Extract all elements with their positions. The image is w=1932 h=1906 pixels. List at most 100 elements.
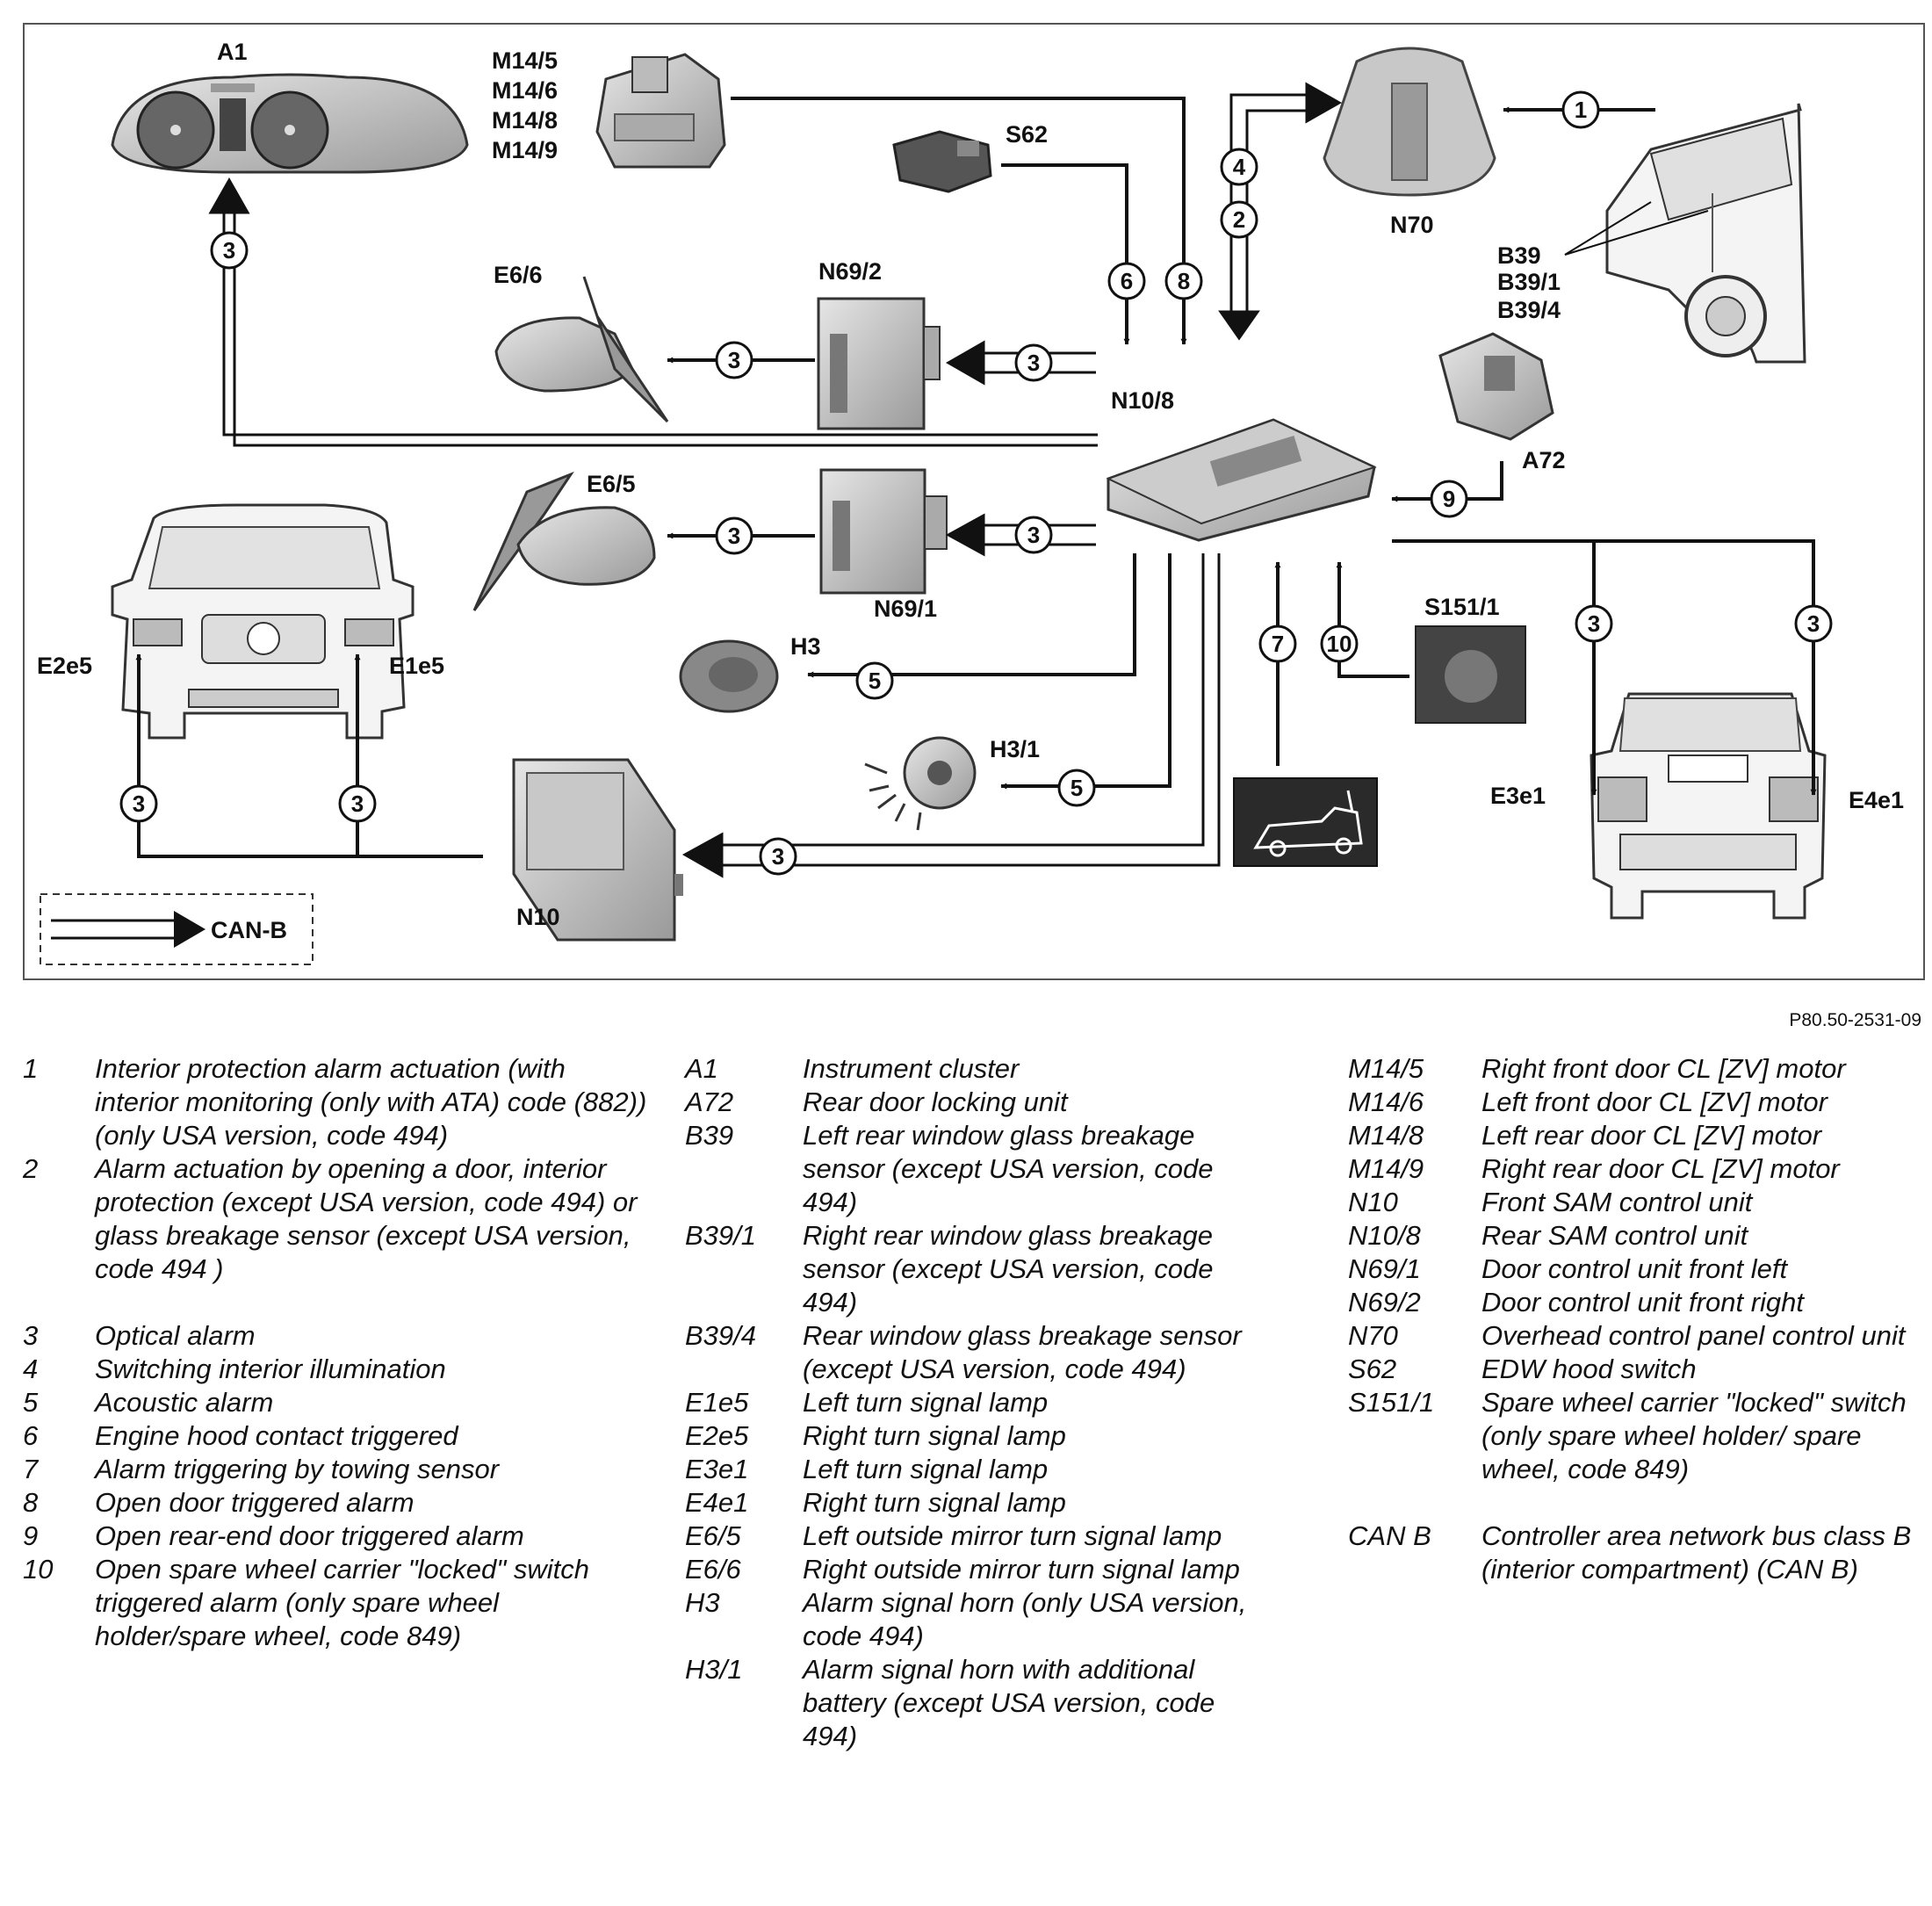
battery-horn-illustration — [864, 736, 977, 831]
label-n69-1: N69/1 — [874, 596, 937, 622]
marker-3: 3 — [759, 837, 797, 876]
towing-sensor-icon — [1233, 777, 1378, 867]
instrument-cluster-illustration — [111, 73, 469, 174]
label-n10: N10 — [516, 904, 560, 930]
label-h3: H3 — [790, 633, 821, 660]
svg-text:3: 3 — [728, 347, 740, 373]
label-h3-1: H3/1 — [990, 736, 1040, 762]
svg-text:9: 9 — [1443, 486, 1455, 512]
svg-text:5: 5 — [1071, 775, 1083, 801]
label-e1e5: E1e5 — [389, 653, 444, 679]
marker-3: 3 — [1014, 343, 1053, 382]
right-mirror-illustration — [494, 276, 669, 423]
marker-10: 10 — [1320, 625, 1359, 663]
marker-6: 6 — [1107, 262, 1146, 300]
label-n70: N70 — [1390, 212, 1434, 238]
svg-text:3: 3 — [1807, 610, 1820, 637]
label-m14-6: M14/6 — [492, 77, 558, 104]
marker-5: 5 — [855, 661, 894, 700]
marker-3: 3 — [715, 516, 753, 555]
svg-text:3: 3 — [772, 843, 784, 870]
rear-sam-control-unit-illustration — [1106, 418, 1377, 542]
svg-text:6: 6 — [1121, 268, 1133, 294]
marker-8: 8 — [1164, 262, 1203, 300]
label-e4e1: E4e1 — [1849, 787, 1904, 813]
marker-3: 3 — [1575, 604, 1613, 643]
svg-text:1: 1 — [1575, 97, 1587, 123]
vehicle-rear-side-illustration — [1605, 103, 1806, 364]
svg-text:CAN-B: CAN-B — [211, 917, 287, 943]
door-control-unit-right-illustration — [817, 297, 941, 430]
marker-5: 5 — [1057, 769, 1096, 807]
spare-wheel-switch-illustration — [1415, 625, 1526, 724]
component-labels: A1 M14/5 M14/6 M14/8 M14/9 S62 N70 B39 B… — [37, 39, 1904, 930]
marker-7: 7 — [1258, 625, 1297, 663]
door-control-unit-left-illustration — [819, 468, 948, 595]
label-b39-4: B39/4 — [1497, 297, 1561, 323]
alarm-system-diagram: 1 4 2 6 8 3 3 3 3 3 9 5 5 7 10 3 3 3 3 3… — [37, 39, 1904, 965]
marker-2: 2 — [1220, 200, 1258, 239]
rear-door-locking-unit-illustration — [1438, 332, 1554, 441]
label-s62: S62 — [1006, 121, 1048, 148]
can-b-lines — [208, 82, 1709, 878]
marker-3: 3 — [715, 341, 753, 379]
label-e2e5: E2e5 — [37, 653, 92, 679]
door-lock-motor-illustration — [595, 53, 726, 169]
label-e3e1: E3e1 — [1490, 783, 1546, 809]
svg-text:3: 3 — [1027, 522, 1040, 548]
marker-3: 3 — [210, 231, 249, 270]
svg-text:3: 3 — [1027, 350, 1040, 376]
svg-text:7: 7 — [1272, 631, 1284, 657]
marker-3: 3 — [119, 784, 158, 823]
signal-lines — [135, 97, 1817, 858]
svg-text:5: 5 — [869, 668, 881, 694]
label-b39-1: B39/1 — [1497, 269, 1561, 295]
marker-9: 9 — [1430, 480, 1468, 518]
svg-text:3: 3 — [223, 237, 235, 264]
svg-text:3: 3 — [133, 791, 145, 817]
label-n69-2: N69/2 — [818, 258, 882, 285]
horn-illustration — [679, 639, 779, 713]
label-a1: A1 — [217, 39, 248, 65]
label-a72: A72 — [1522, 447, 1566, 473]
svg-text:8: 8 — [1178, 268, 1190, 294]
label-b39: B39 — [1497, 242, 1541, 269]
svg-text:3: 3 — [1588, 610, 1600, 637]
svg-text:4: 4 — [1233, 154, 1246, 180]
figure-reference: P80.50-2531-09 — [1789, 1010, 1921, 1030]
